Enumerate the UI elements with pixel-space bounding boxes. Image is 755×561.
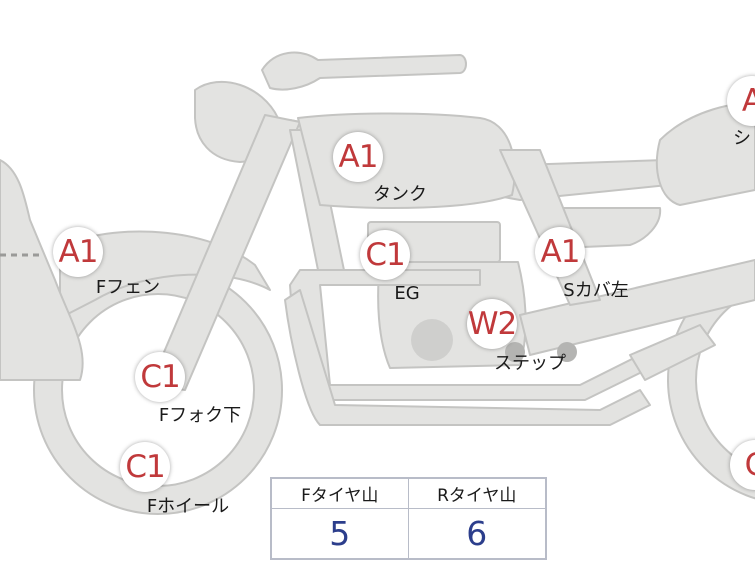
marker-ffork: C1 xyxy=(135,352,185,402)
marker-scover-left: A1 xyxy=(535,227,585,277)
front-fork xyxy=(149,114,301,391)
rear-suspension xyxy=(629,324,716,381)
label-ffork: Fフォク下 xyxy=(158,405,242,426)
label-eg: EG xyxy=(394,283,420,304)
tire-table-header-rear: Rタイヤ山 xyxy=(408,479,545,509)
swingarm xyxy=(519,259,755,356)
tire-table-header-front: Fタイヤ山 xyxy=(272,479,409,509)
step-peg-2 xyxy=(557,342,577,362)
marker-eg: C1 xyxy=(360,230,410,280)
front-plate xyxy=(0,159,84,381)
label-right-top: シ xyxy=(733,128,751,149)
label-scover-left: Sカバ左 xyxy=(563,280,629,301)
seat xyxy=(656,102,755,206)
label-left-a1: Fフェン xyxy=(95,277,161,298)
tire-table-value-front: 5 xyxy=(272,509,409,558)
marker-tank: A1 xyxy=(333,132,383,182)
step-peg-1 xyxy=(505,342,525,362)
exhaust-lower xyxy=(284,289,651,426)
tire-tread-table: Fタイヤ山 Rタイヤ山 5 6 xyxy=(270,477,547,560)
label-fwheel: Fホイール xyxy=(146,496,230,517)
label-step: ステップ xyxy=(494,353,566,374)
label-tank: タンク xyxy=(373,184,427,205)
front-tire-fill xyxy=(35,267,281,513)
marker-step: W2 xyxy=(467,299,517,349)
tire-table-value-rear: 6 xyxy=(466,514,488,553)
handlebar xyxy=(261,51,467,91)
rear-tire-fill xyxy=(669,262,755,498)
marker-left-a1: A1 xyxy=(53,227,103,277)
engine-cover xyxy=(411,319,453,361)
marker-fwheel: C1 xyxy=(120,442,170,492)
